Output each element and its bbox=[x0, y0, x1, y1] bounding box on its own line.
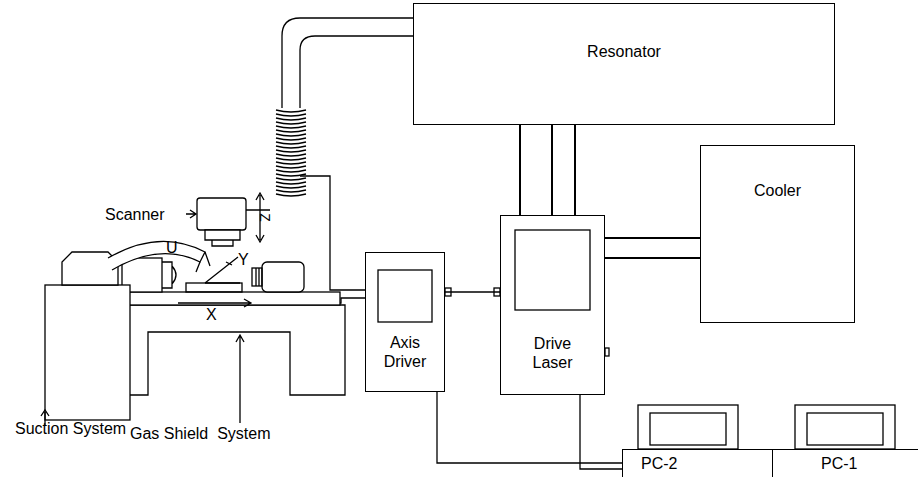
axis-label: Z bbox=[255, 213, 274, 222]
knurl bbox=[256, 268, 259, 286]
bellows-fold bbox=[276, 158, 306, 164]
x-axis-arrow bbox=[178, 299, 251, 307]
bellows-fold bbox=[276, 150, 306, 156]
connector bbox=[605, 257, 700, 259]
leader-arrow bbox=[236, 335, 244, 423]
resonator-box: Resonator bbox=[413, 3, 835, 125]
leader-arrow bbox=[186, 210, 196, 218]
tailstock bbox=[262, 262, 304, 292]
scanner-head bbox=[205, 230, 240, 246]
connector bbox=[519, 125, 521, 215]
pc-base: PC-1 bbox=[772, 449, 918, 477]
part-label: Scanner bbox=[105, 205, 165, 224]
bellows-fold bbox=[276, 182, 306, 188]
signal-wire bbox=[300, 176, 365, 290]
node-label: PC-2 bbox=[641, 454, 677, 473]
node-label: Cooler bbox=[754, 181, 801, 200]
node-label: Axis Driver bbox=[373, 333, 437, 371]
connector bbox=[605, 348, 609, 356]
connector bbox=[551, 125, 553, 215]
cooler-box: Cooler bbox=[700, 145, 855, 323]
suction-unit bbox=[45, 285, 130, 420]
connector bbox=[605, 237, 700, 239]
beam-pipe bbox=[282, 18, 413, 108]
axis-driver-box: Axis Driver bbox=[365, 252, 445, 392]
node-label: PC-1 bbox=[821, 454, 857, 473]
monitor bbox=[638, 405, 738, 449]
bellows-fold bbox=[276, 110, 306, 116]
node-label: Resonator bbox=[587, 42, 661, 61]
bellows-fold bbox=[276, 134, 306, 140]
connector bbox=[574, 125, 576, 215]
axis-label: Y bbox=[238, 250, 249, 269]
bellows-fold bbox=[276, 166, 306, 172]
tailstock-quill bbox=[252, 268, 262, 286]
cross-slide bbox=[186, 283, 242, 292]
part-label: Suction System bbox=[15, 419, 126, 438]
suction-hose bbox=[108, 241, 205, 270]
node-label: Drive Laser bbox=[521, 334, 585, 372]
machine-table bbox=[108, 305, 345, 395]
chuck bbox=[162, 262, 176, 288]
connector bbox=[445, 291, 500, 292]
monitor-screen bbox=[807, 413, 883, 445]
axis-label: X bbox=[206, 305, 217, 324]
y-axis-guide bbox=[205, 257, 240, 283]
suction-nozzle bbox=[196, 252, 210, 272]
part-label: Gas Shield System bbox=[130, 424, 271, 443]
display-screen bbox=[378, 270, 432, 322]
axis-label: U bbox=[166, 238, 178, 257]
bellows-fold bbox=[276, 142, 306, 148]
pc-base: PC-2 bbox=[622, 449, 786, 477]
bellows-fold bbox=[276, 174, 306, 180]
connector bbox=[437, 392, 622, 463]
monitor-screen bbox=[650, 413, 726, 445]
scanner-body bbox=[197, 198, 246, 230]
drive-laser-box: Drive Laser bbox=[500, 215, 605, 395]
bellows-fold bbox=[276, 126, 306, 132]
monitor bbox=[795, 405, 895, 449]
display-screen bbox=[515, 230, 590, 310]
bellows-fold bbox=[276, 118, 306, 124]
bellows bbox=[276, 110, 306, 196]
bellows-fold bbox=[276, 190, 306, 196]
